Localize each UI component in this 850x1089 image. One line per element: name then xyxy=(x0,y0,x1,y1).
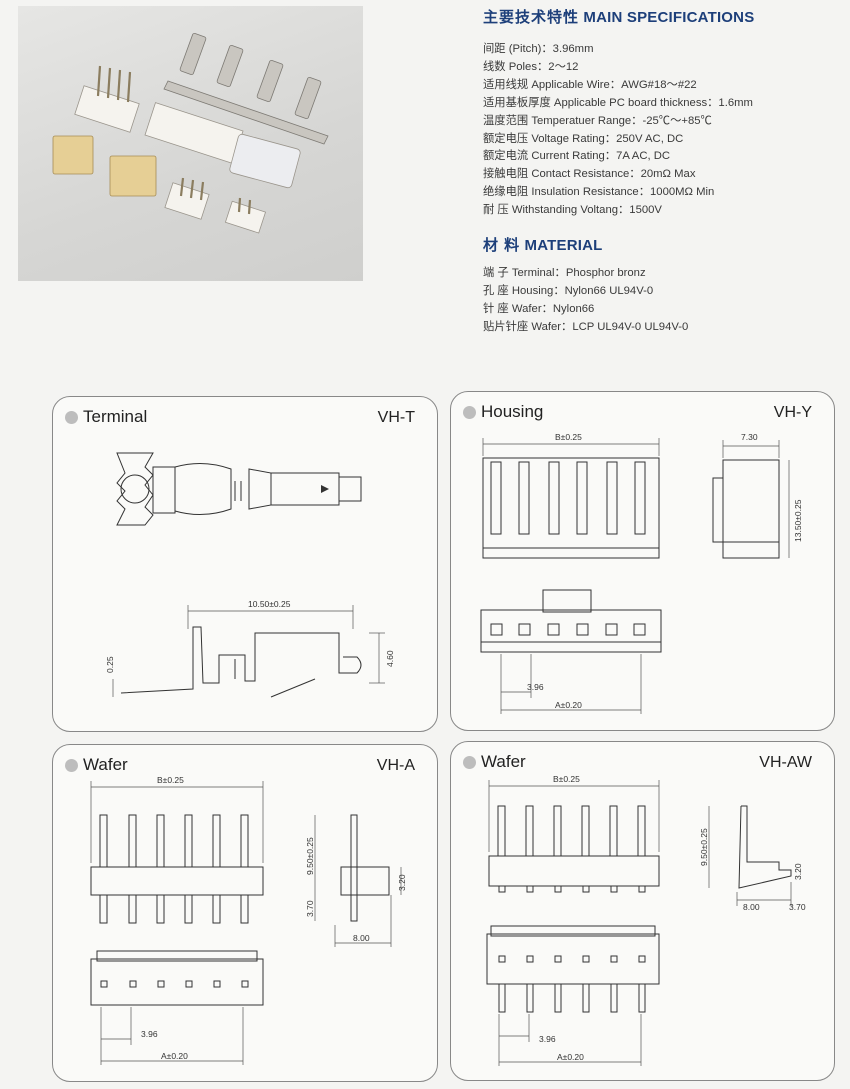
terminal-length-dim: 10.50±0.25 xyxy=(248,599,291,609)
specifications-heading-cn: 主要技术特性 xyxy=(483,9,580,26)
terminal-title-text: Terminal xyxy=(83,407,148,426)
spec-line: 额定电流 Current Rating：7A AC, DC xyxy=(483,150,671,163)
material-line: 孔 座 Housing：Nylon66 UL94V-0 xyxy=(483,284,654,297)
spec-line: 适用基板厚度 Applicable PC board thickness：1.6… xyxy=(483,96,753,109)
bullet-dot-icon xyxy=(65,758,78,772)
terminal-thickness-dim: 0.25 xyxy=(105,656,115,673)
wafer-a-lower-dim: 3.70 xyxy=(305,900,315,917)
material-heading-en: MATERIAL xyxy=(524,237,603,255)
wafer-a-height-dim: 9.50±0.25 xyxy=(305,837,315,875)
housing-b-dim: B±0.25 xyxy=(555,432,582,442)
specifications-heading: 主要技术特性 MAIN SPECIFICATIONS xyxy=(483,6,833,27)
wafer-aw-panel-title: Wafer xyxy=(463,752,526,772)
wafer-a-panel: Wafer VH-A xyxy=(52,744,438,1082)
wafer-aw-a-dim: A±0.20 xyxy=(557,1052,584,1062)
terminal-drawing: 10.50±0.25 0.25 4.60 xyxy=(105,452,395,698)
terminal-height-dim: 4.60 xyxy=(385,650,395,667)
wafer-a-drawing: B±0.25 9.50±0.25 3.70 3.20 8.00 3.96 A±0… xyxy=(90,775,407,1065)
wafer-aw-drawing: B±0.25 9.50±0.25 3.20 8.00 3.70 3.96 A±0… xyxy=(486,774,806,1066)
wafer-a-title-text: Wafer xyxy=(83,755,128,774)
spec-line: 间距 (Pitch)：3.96mm xyxy=(483,43,594,55)
spec-line: 线数 Poles：2～12 xyxy=(483,60,579,73)
wafer-aw-pitch-dim: 3.96 xyxy=(539,1034,556,1044)
specifications-section: 主要技术特性 MAIN SPECIFICATIONS 间距 (Pitch)：3.… xyxy=(483,6,833,337)
housing-height-dim: 13.50±0.25 xyxy=(793,499,803,542)
specifications-heading-en: MAIN SPECIFICATIONS xyxy=(583,9,755,26)
housing-title-text: Housing xyxy=(481,402,544,421)
wafer-a-code: VH-A xyxy=(376,757,415,774)
material-heading: 材 料 MATERIAL xyxy=(483,234,833,255)
wafer-aw-right-dim: 3.20 xyxy=(793,863,803,880)
wafer-aw-height-dim: 9.50±0.25 xyxy=(699,828,709,866)
wafer-a-depth-dim: 8.00 xyxy=(353,933,370,943)
material-heading-cn: 材 料 xyxy=(483,237,521,255)
product-photo xyxy=(18,6,363,281)
wafer-a-a-dim: A±0.20 xyxy=(161,1051,188,1061)
bullet-dot-icon xyxy=(463,405,476,419)
wafer-aw-b-dim: B±0.25 xyxy=(553,774,580,784)
housing-pitch-dim: 3.96 xyxy=(527,682,544,692)
spec-line: 耐 压 Withstanding Voltang：1500V xyxy=(483,204,662,217)
spec-line: 绝缘电阻 Insulation Resistance：1000MΩ Min xyxy=(483,186,715,199)
housing-panel-title: Housing xyxy=(463,402,543,422)
housing-code: VH-Y xyxy=(773,404,812,421)
wafer-a-pitch-dim: 3.96 xyxy=(141,1029,158,1039)
spec-line: 接触电阻 Contact Resistance：20mΩ Max xyxy=(483,168,696,181)
wafer-a-b-dim: B±0.25 xyxy=(157,775,184,785)
housing-a-dim: A±0.20 xyxy=(555,700,582,710)
material-line: 端 子 Terminal：Phosphor bronz xyxy=(483,267,646,280)
wafer-aw-depth-dim: 8.00 xyxy=(743,902,760,912)
spec-line: 温度范围 Temperatuer Range：-25℃～+85℃ xyxy=(483,114,712,127)
spec-line: 额定电压 Voltage Rating：250V AC, DC xyxy=(483,132,684,145)
housing-panel: Housing VH-Y B±0.25 7.30 13.50 xyxy=(450,391,835,731)
connectors-illustration xyxy=(52,32,329,234)
wafer-aw-title-text: Wafer xyxy=(481,752,526,771)
bullet-dot-icon xyxy=(463,755,476,769)
wafer-aw-code: VH-AW xyxy=(759,754,812,771)
terminal-panel: Terminal VH-T 10.50±0.25 0.25 4 xyxy=(52,396,438,732)
terminal-code: VH-T xyxy=(377,409,415,426)
wafer-aw-lower-dim: 3.70 xyxy=(789,902,806,912)
housing-drawing: B±0.25 7.30 13.50±0.25 3.96 A±0.20 xyxy=(480,432,803,714)
material-line: 贴片针座 Wafer：LCP UL94V-0 UL94V-0 xyxy=(483,320,689,333)
wafer-a-panel-title: Wafer xyxy=(65,755,128,775)
terminal-panel-title: Terminal xyxy=(65,407,147,427)
spec-line: 适用线规 Applicable Wire：AWG#18～#22 xyxy=(483,78,697,91)
bullet-dot-icon xyxy=(65,410,78,424)
material-line: 针 座 Wafer：Nylon66 xyxy=(483,302,595,315)
wafer-aw-panel: Wafer VH-AW B±0.25 xyxy=(450,741,835,1081)
housing-width-dim: 7.30 xyxy=(741,432,758,442)
wafer-a-right-dim: 3.20 xyxy=(397,874,407,891)
